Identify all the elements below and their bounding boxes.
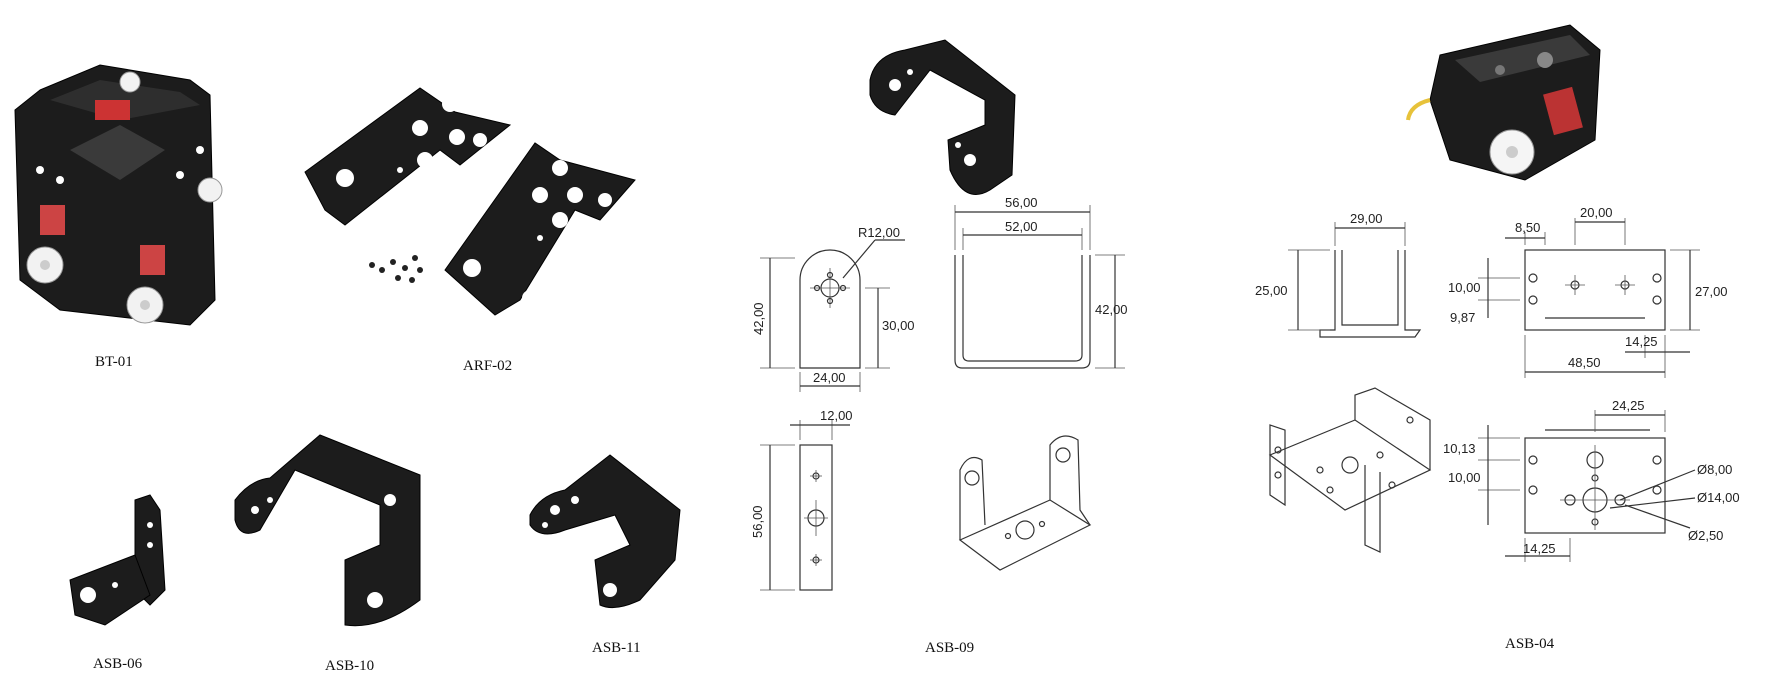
- asb09-isometric: [958, 435, 1092, 571]
- asb04-dim-w8-50: 8,50: [1515, 220, 1540, 235]
- asb04-dim-w14-25-bottom: 14,25: [1523, 541, 1556, 556]
- arf02-photo: [304, 87, 636, 316]
- bt01-photo: [14, 64, 223, 326]
- asb11-photo: [529, 454, 681, 609]
- asb04-dim-d2-5: Ø2,50: [1688, 528, 1723, 543]
- asb09-dim-w52: 52,00: [1005, 219, 1038, 234]
- asb04-dim-h27: 27,00: [1695, 284, 1728, 299]
- asb04-dim-w20: 20,00: [1580, 205, 1613, 220]
- asb04-dim-h10-13: 10,13: [1443, 441, 1476, 456]
- caption-bt01: BT-01: [95, 354, 133, 370]
- caption-asb09: ASB-09: [925, 640, 975, 656]
- caption-asb04: ASB-04: [1505, 636, 1555, 652]
- asb04-dim-d14: Ø14,00: [1697, 490, 1740, 505]
- asb04-top-view: [1478, 218, 1700, 378]
- asb04-dim-h25: 25,00: [1255, 283, 1288, 298]
- asb09-dim-w12: 12,00: [820, 408, 853, 423]
- asb10-photo: [234, 434, 421, 627]
- asb09-dim-w56-top: 56,00: [1005, 195, 1038, 210]
- caption-asb06: ASB-06: [93, 656, 143, 672]
- asb09-dim-h56: 56,00: [750, 505, 765, 538]
- asb04-bottom-view: [1478, 410, 1696, 562]
- asb04-dim-h9-87: 9,87: [1450, 310, 1475, 325]
- asb09-dim-h42-left: 42,00: [751, 302, 766, 335]
- asb09-dim-h42-right: 42,00: [1095, 302, 1128, 317]
- asb09-photo: [869, 39, 1016, 195]
- asb09-top-view: [954, 205, 1125, 369]
- asb04-dim-w24-25: 24,25: [1612, 398, 1645, 413]
- asb04-dim-h10-top: 10,00: [1448, 280, 1481, 295]
- asb09-dim-r12: R12,00: [858, 225, 900, 240]
- asb04-dim-w29: 29,00: [1350, 211, 1383, 226]
- asb04-dim-d8: Ø8,00: [1697, 462, 1732, 477]
- asb04-side-view: [1288, 222, 1422, 338]
- asb09-dim-h30: 30,00: [882, 318, 915, 333]
- asb09-dim-w24: 24,00: [813, 370, 846, 385]
- asb04-isometric: [1268, 387, 1432, 553]
- asb06-photo: [69, 494, 166, 626]
- caption-arf02: ARF-02: [463, 358, 513, 374]
- asb04-photo: [1406, 24, 1601, 181]
- asb04-dim-w48-50: 48,50: [1568, 355, 1601, 370]
- asb09-side-view: [760, 239, 905, 392]
- asb09-narrow-view: [760, 420, 850, 591]
- caption-asb10: ASB-10: [325, 658, 375, 674]
- asb04-dim-h10-bottom: 10,00: [1448, 470, 1481, 485]
- asb04-dim-w14-25-top: 14,25: [1625, 334, 1658, 349]
- caption-asb11: ASB-11: [592, 640, 641, 656]
